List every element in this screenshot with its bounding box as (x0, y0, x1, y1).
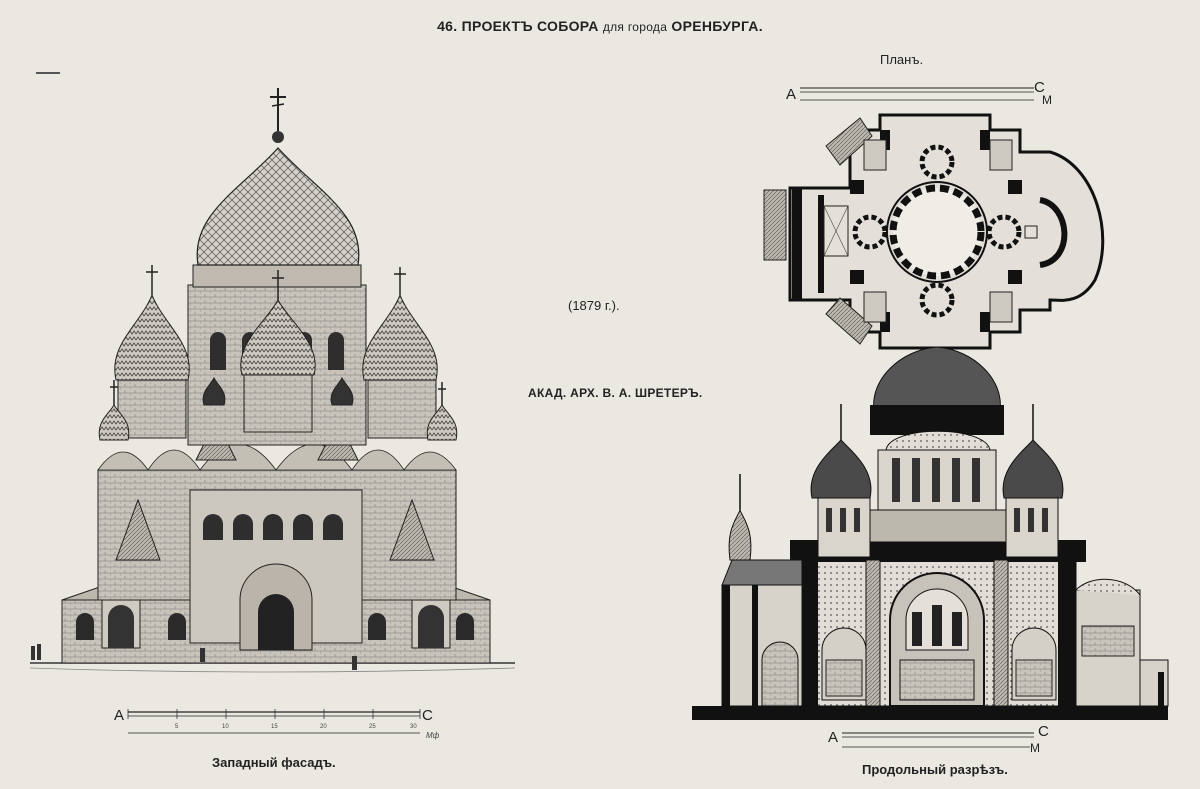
section-scale-left: A (828, 729, 838, 746)
title-main-2: ОРЕНБУРГА. (671, 18, 763, 34)
facade-scale-left: A (114, 707, 124, 724)
year-label: (1879 г.). (568, 298, 620, 313)
engraver-signature: Мф (426, 731, 440, 740)
facade-scale-right: C (422, 707, 433, 724)
west-facade-drawing (29, 88, 516, 673)
section-scale-unit: M (1030, 741, 1040, 755)
title-sub: для города (602, 20, 668, 34)
plan-scale-left: A (786, 86, 796, 103)
section-scale-right: C (1038, 723, 1049, 740)
floor-plan-drawing (763, 113, 1105, 350)
longitudinal-section-drawing (692, 346, 1169, 720)
facade-label: Западный фасадъ. (212, 755, 336, 770)
page-title: 46. ПРОЕКТЪ СОБОРА для города ОРЕНБУРГА. (0, 18, 1200, 34)
facade-tick-5: 5 (175, 724, 179, 730)
section-scale-bar: A C M (828, 723, 1049, 755)
author-label: АКАД. АРХ. В. А. ШРЕТЕРЪ. (528, 386, 703, 400)
plan-scale-unit: M (1042, 93, 1052, 107)
section-label: Продольный разрѣзъ. (862, 762, 1008, 777)
plan-label: Планъ. (880, 52, 924, 67)
facade-tick-10: 10 (222, 724, 229, 730)
plan-scale-bar: A C M (786, 79, 1052, 107)
facade-tick-20: 20 (320, 724, 327, 730)
facade-tick-15: 15 (271, 724, 278, 730)
title-main-1: 46. ПРОЕКТЪ СОБОРА (437, 18, 599, 34)
facade-scale-bar: A C 5 10 15 20 25 30 Мф (114, 707, 440, 740)
facade-tick-25: 25 (369, 724, 376, 730)
facade-tick-30: 30 (410, 724, 417, 730)
plan-scale-right: C (1034, 79, 1045, 96)
